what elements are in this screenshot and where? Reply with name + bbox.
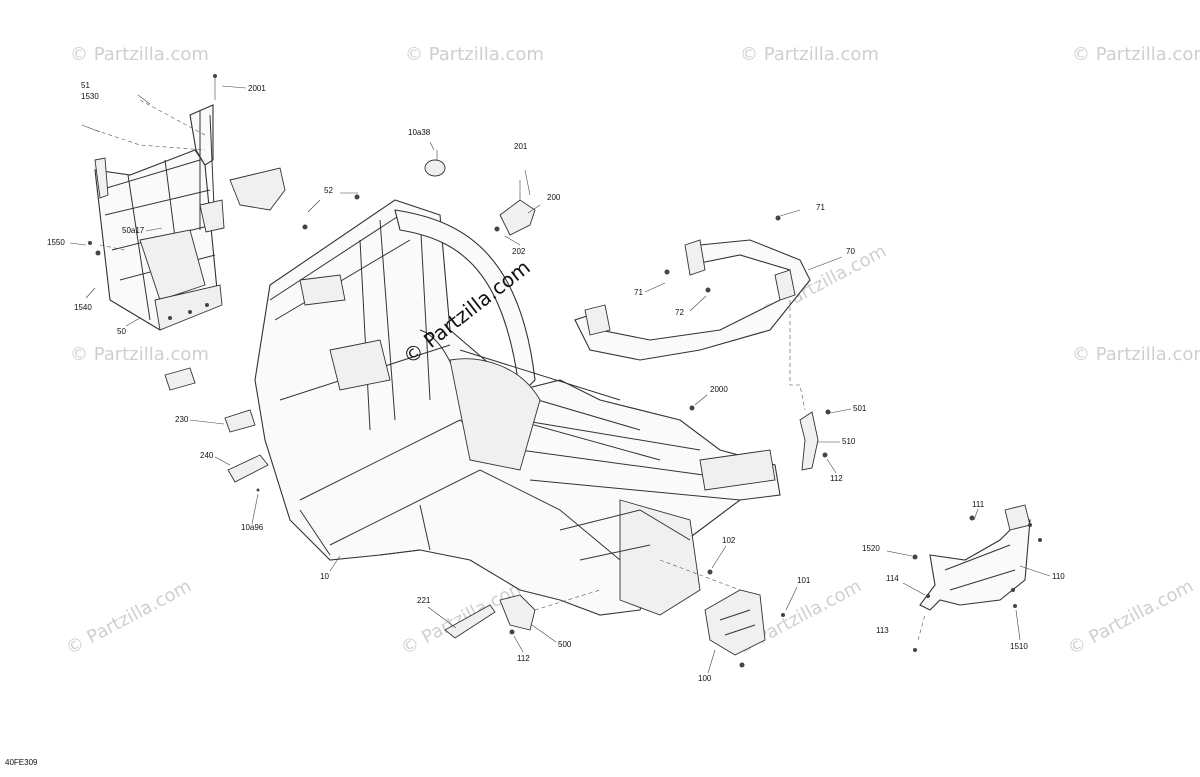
callout-100: 100 — [698, 674, 712, 683]
callout-72: 72 — [675, 308, 684, 317]
callout-501: 501 — [853, 404, 867, 413]
callout-71-left: 71 — [634, 288, 643, 297]
callout-71-top: 71 — [816, 203, 825, 212]
callout-500: 500 — [558, 640, 572, 649]
watermark: © Partzilla.com — [70, 344, 209, 365]
watermark: © Partzilla.com — [70, 44, 209, 65]
pad-230-a — [164, 367, 196, 391]
callout-113: 113 — [876, 626, 889, 635]
bracket-200 — [494, 169, 536, 236]
callout-10: 10 — [320, 572, 329, 581]
callout-201: 201 — [514, 142, 528, 151]
callout-70: 70 — [846, 247, 855, 256]
pad-240 — [227, 454, 269, 483]
watermark: © Partzilla.com — [1072, 44, 1200, 65]
side-support-110 — [912, 504, 1042, 652]
pad-230-b — [224, 409, 256, 433]
callout-labels: 51 1530 2001 50a17 1550 1540 50 10a38 52… — [47, 81, 1065, 683]
main-frame — [254, 199, 781, 616]
callout-200: 200 — [547, 193, 561, 202]
callout-10a38: 10a38 — [408, 128, 431, 137]
watermark: © Partzilla.com — [62, 576, 195, 660]
callout-51: 51 — [81, 81, 90, 90]
callout-1510: 1510 — [1010, 642, 1028, 651]
leader-lines — [69, 85, 1051, 674]
watermark: © Partzilla.com — [405, 44, 544, 65]
callout-10a96: 10a96 — [241, 523, 264, 532]
callout-111: 111 — [972, 500, 985, 509]
front-subframe — [94, 104, 286, 331]
callout-50a17: 50a17 — [122, 226, 145, 235]
callout-101: 101 — [797, 576, 811, 585]
callout-1550: 1550 — [47, 238, 65, 247]
watermark: © Partzilla.com — [1072, 344, 1200, 365]
callout-2000: 2000 — [710, 385, 728, 394]
callout-202: 202 — [512, 247, 526, 256]
callout-102: 102 — [722, 536, 736, 545]
callout-114: 114 — [886, 574, 899, 583]
watermark: © Partzilla.com — [1064, 576, 1197, 660]
bracket-510 — [799, 409, 831, 471]
callout-50: 50 — [117, 327, 126, 336]
diagram-code: 40FE309 — [5, 758, 38, 767]
callout-112-right: 112 — [830, 474, 843, 483]
callout-510: 510 — [842, 437, 856, 446]
callout-1520: 1520 — [862, 544, 880, 553]
watermark: © Partzilla.com — [740, 44, 879, 65]
callout-1540: 1540 — [74, 303, 92, 312]
callout-240: 240 — [200, 451, 214, 460]
rear-bumper — [574, 239, 811, 361]
callout-1530: 1530 — [81, 92, 99, 101]
callout-221: 221 — [417, 596, 431, 605]
callout-2001: 2001 — [248, 84, 266, 93]
callout-112-bottom: 112 — [517, 654, 530, 663]
callout-230: 230 — [175, 415, 189, 424]
bracket-500 — [444, 594, 536, 639]
callout-110: 110 — [1052, 572, 1065, 581]
callout-52: 52 — [324, 186, 333, 195]
